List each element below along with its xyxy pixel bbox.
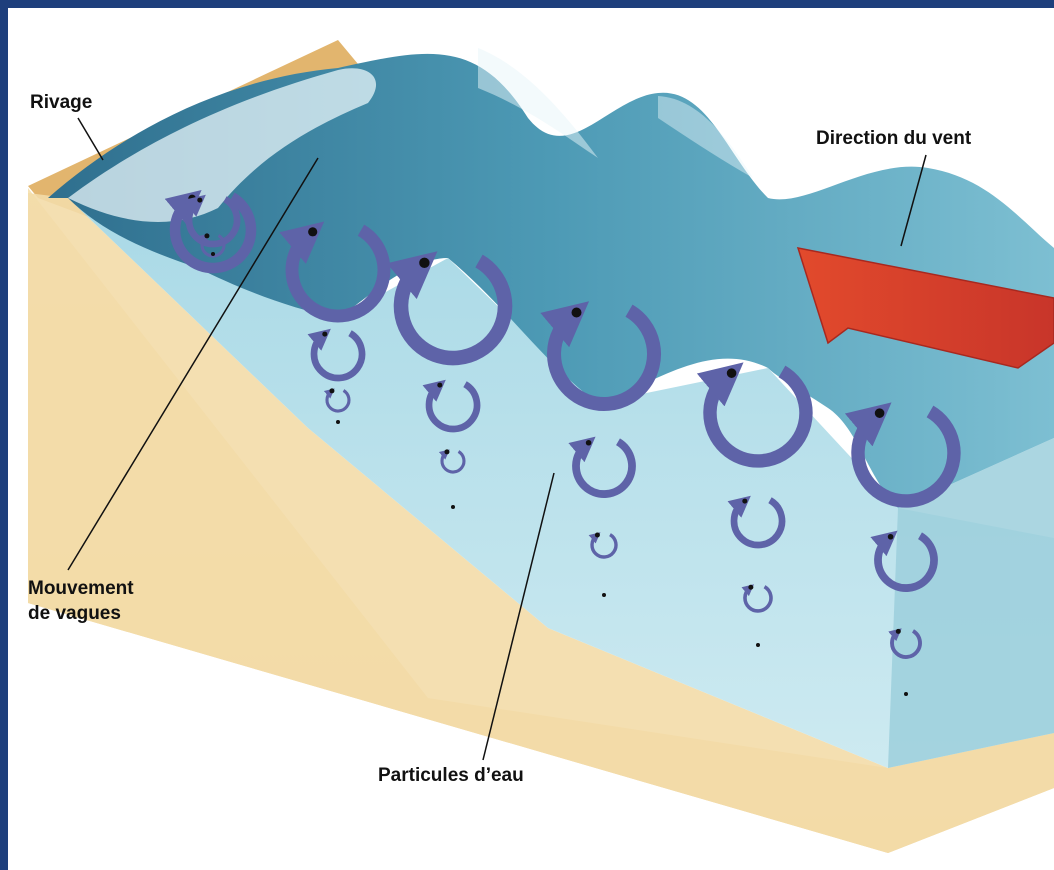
water-particle-dot — [329, 388, 334, 393]
water-particle-dot — [896, 629, 901, 634]
water-particle-dot — [444, 449, 449, 454]
label-shore: Rivage — [30, 90, 92, 115]
water-particle-dot — [586, 440, 592, 446]
label-water-particles: Particules d’eau — [378, 763, 524, 788]
water-particle-dot — [602, 593, 606, 597]
water-particle-dot — [742, 499, 747, 504]
label-wave-movement: Mouvement de vagues — [28, 576, 134, 626]
water-particle-dot — [336, 420, 340, 424]
water-particle-dot — [572, 308, 582, 318]
water-particle-dot — [197, 198, 202, 203]
label-wind-direction: Direction du vent — [816, 126, 971, 151]
water-particle-dot — [451, 505, 455, 509]
water-particle-dot — [727, 368, 737, 378]
water-particle-dot — [875, 408, 885, 418]
water-particle-dot — [204, 233, 209, 238]
label-wave-movement-line1: Mouvement — [28, 576, 134, 601]
water-particle-dot — [888, 534, 894, 540]
water-particle-dot — [308, 227, 317, 236]
diagram-frame: Rivage Direction du vent Mouvement de va… — [8, 8, 1054, 870]
water-particle-dot — [748, 585, 753, 590]
water-particle-dot — [437, 383, 442, 388]
water-particle-dot — [419, 258, 429, 268]
water-particle-dot — [211, 252, 215, 256]
label-wave-movement-line2: de vagues — [28, 601, 134, 626]
water-particle-dot — [595, 533, 600, 538]
leader-line-shore — [78, 118, 103, 160]
water-particle-dot — [904, 692, 908, 696]
water-particle-dot — [756, 643, 760, 647]
water-particle-dot — [322, 332, 327, 337]
